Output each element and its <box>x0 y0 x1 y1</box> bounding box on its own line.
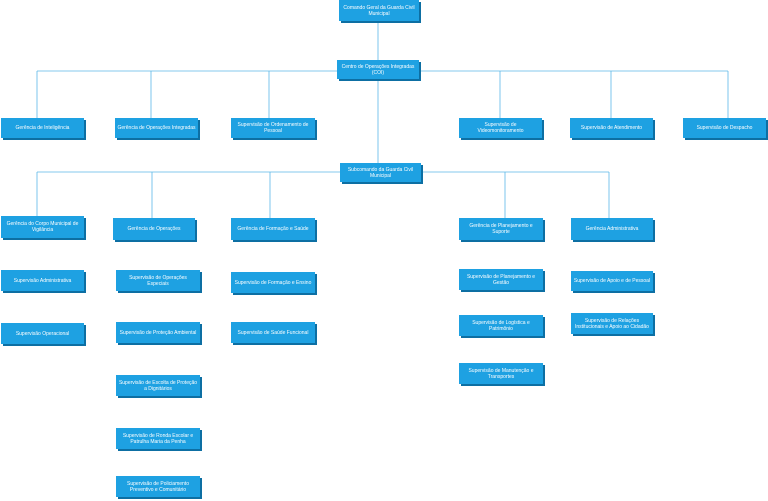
node-supervisao-saude-funcional: Supervisão de Saúde Funcional <box>231 322 315 343</box>
node-gerencia-planejamento-suporte: Gerência de Planejamento e Suporte <box>459 218 543 240</box>
node-supervisao-apoio-pessoal: Supervisão de Apoio e de Pessoal <box>571 271 653 291</box>
node-supervisao-formacao-ensino: Supervisão de Formação e Ensino <box>231 272 315 293</box>
node-gerencia-formacao-saude: Gerência de Formação e Saúde <box>231 218 315 240</box>
node-supervisao-protecao-ambiental: Supervisão de Proteção Ambiental <box>116 322 200 343</box>
node-supervisao-policiamento: Supervisão de Policiamento Preventivo e … <box>116 476 200 497</box>
node-gerencia-administrativa: Gerência Administrativa <box>571 218 653 240</box>
node-supervisao-escolta: Supervisão de Escolta de Proteção a Dign… <box>116 375 200 396</box>
node-supervisao-despacho: Supervisão de Despacho <box>683 118 766 138</box>
node-supervisao-ronda-escolar: Supervisão de Ronda Escolar e Patrulha M… <box>116 428 200 449</box>
node-coi: Centro de Operações Integradas (COI) <box>337 60 419 79</box>
node-supervisao-atendimento: Supervisão de Atendimento <box>570 118 653 138</box>
node-supervisao-videomonitoramento: Supervisão de Videomonitoramento <box>459 118 542 138</box>
node-supervisao-logistica: Supervisão de Logística e Patrimônio <box>459 315 543 336</box>
node-gerencia-inteligencia: Gerência de Inteligência <box>1 118 84 138</box>
node-supervisao-planejamento-gestao: Supervisão de Planejamento e Gestão <box>459 269 543 290</box>
node-gerencia-operacoes-integradas: Gerência de Operações Integradas <box>115 118 198 138</box>
node-comando-geral: Comando Geral da Guarda Civil Municipal <box>339 0 419 21</box>
node-supervisao-manutencao: Supervisão de Manutenção e Transportes <box>459 363 543 384</box>
node-gerencia-operacoes: Gerência de Operações <box>113 218 195 240</box>
node-subcomando: Subcomando da Guarda Civil Municipal <box>340 163 421 182</box>
node-supervisao-administrativa: Supervisão Administrativa <box>1 270 84 291</box>
node-supervisao-relacoes-institucionais: Supervisão de Relações Institucionais e … <box>571 313 653 334</box>
node-supervisao-ordenamento: Supervisão de Ordenamento de Pessoal <box>231 118 315 138</box>
node-gerencia-corpo-vigilancia: Gerência do Corpo Municipal de Vigilânci… <box>1 216 84 238</box>
node-supervisao-operacional: Supervisão Operacional <box>1 323 84 344</box>
node-supervisao-operacoes-especiais: Supervisão de Operações Especiais <box>116 270 200 291</box>
